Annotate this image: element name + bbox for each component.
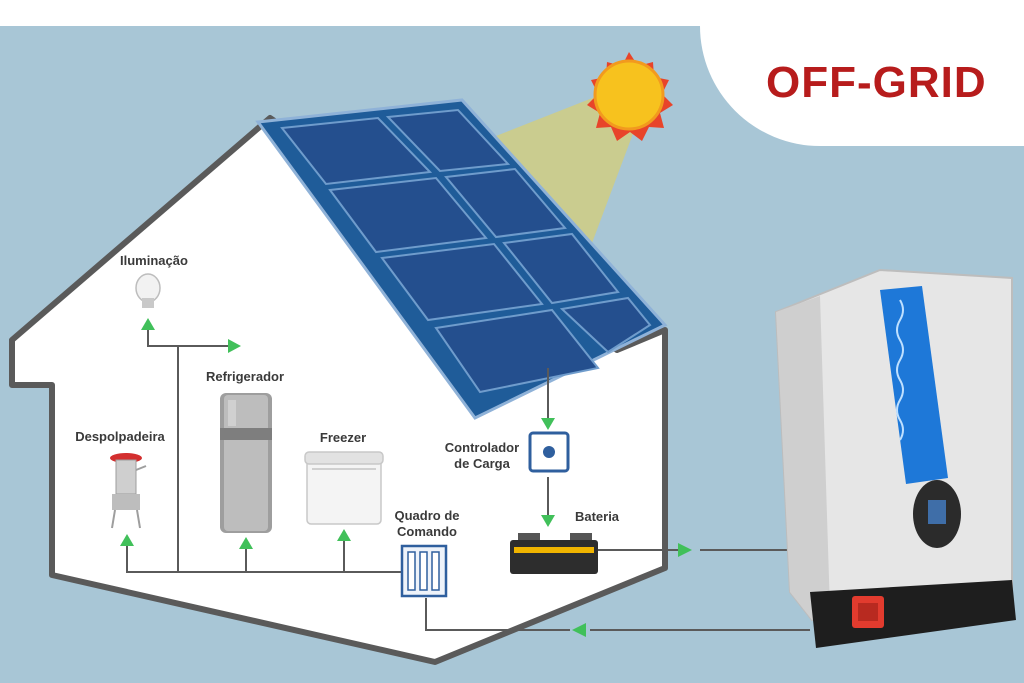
arrow-up-despolpadeira: [120, 534, 134, 546]
off-grid-title: OFF-GRID: [766, 58, 987, 107]
solar-cell: [434, 308, 600, 394]
label-controlador-line1: Controlador: [444, 440, 520, 455]
solar-cell: [444, 167, 567, 239]
solar-cell: [380, 242, 544, 322]
label-controlador: Controlador de Carga: [434, 440, 530, 472]
top-white-band: [0, 0, 1024, 26]
wire-light-branch: [147, 330, 230, 347]
charge-controller-icon: [528, 431, 570, 473]
light-bulb-icon: [135, 273, 161, 308]
solar-panel: [255, 98, 668, 420]
arrow-right-inverter: [678, 543, 692, 557]
inverter-wave: [896, 299, 904, 441]
arrow-down-battery: [541, 515, 555, 527]
solar-cell: [280, 116, 433, 186]
label-freezer: Freezer: [319, 430, 367, 445]
off-grid-badge: [700, 26, 1024, 146]
arrow-left-return: [572, 623, 586, 637]
label-refrigerador: Refrigerador: [205, 369, 285, 384]
wire-loads-bus: [126, 545, 402, 573]
label-quadro-line2: Comando: [397, 524, 457, 539]
battery-icon: [510, 533, 598, 574]
label-bateria: Bateria: [574, 509, 620, 524]
solar-cell: [559, 296, 652, 354]
control-panel-icon: [400, 544, 448, 598]
despolpadeira-icon: [110, 453, 147, 529]
refrigerator-icon: [220, 393, 272, 533]
label-controlador-line2: de Carga: [454, 456, 510, 471]
solar-cell: [502, 232, 620, 305]
arrow-right-fridge: [228, 339, 241, 353]
inverter-icon: [774, 268, 1016, 648]
arrow-up-refrigerador: [239, 537, 253, 549]
arrow-up-freezer: [337, 529, 351, 541]
solar-cell: [328, 176, 488, 254]
wiring: [126, 330, 810, 631]
label-iluminacao: Iluminação: [120, 253, 188, 268]
solar-cell: [385, 108, 511, 173]
wire-inverter-return: [425, 598, 810, 631]
label-despolpadeira: Despolpadeira: [75, 429, 165, 444]
arrow-up-light: [141, 318, 155, 330]
inverter-side: [776, 296, 830, 620]
arrow-down-panel: [541, 418, 555, 430]
sun-icon: [587, 52, 673, 141]
freezer-icon: [304, 451, 384, 525]
flow-arrows: [120, 318, 692, 637]
label-quadro-de-comando: Quadro de Comando: [384, 508, 470, 540]
label-quadro-line1: Quadro de: [394, 508, 460, 523]
